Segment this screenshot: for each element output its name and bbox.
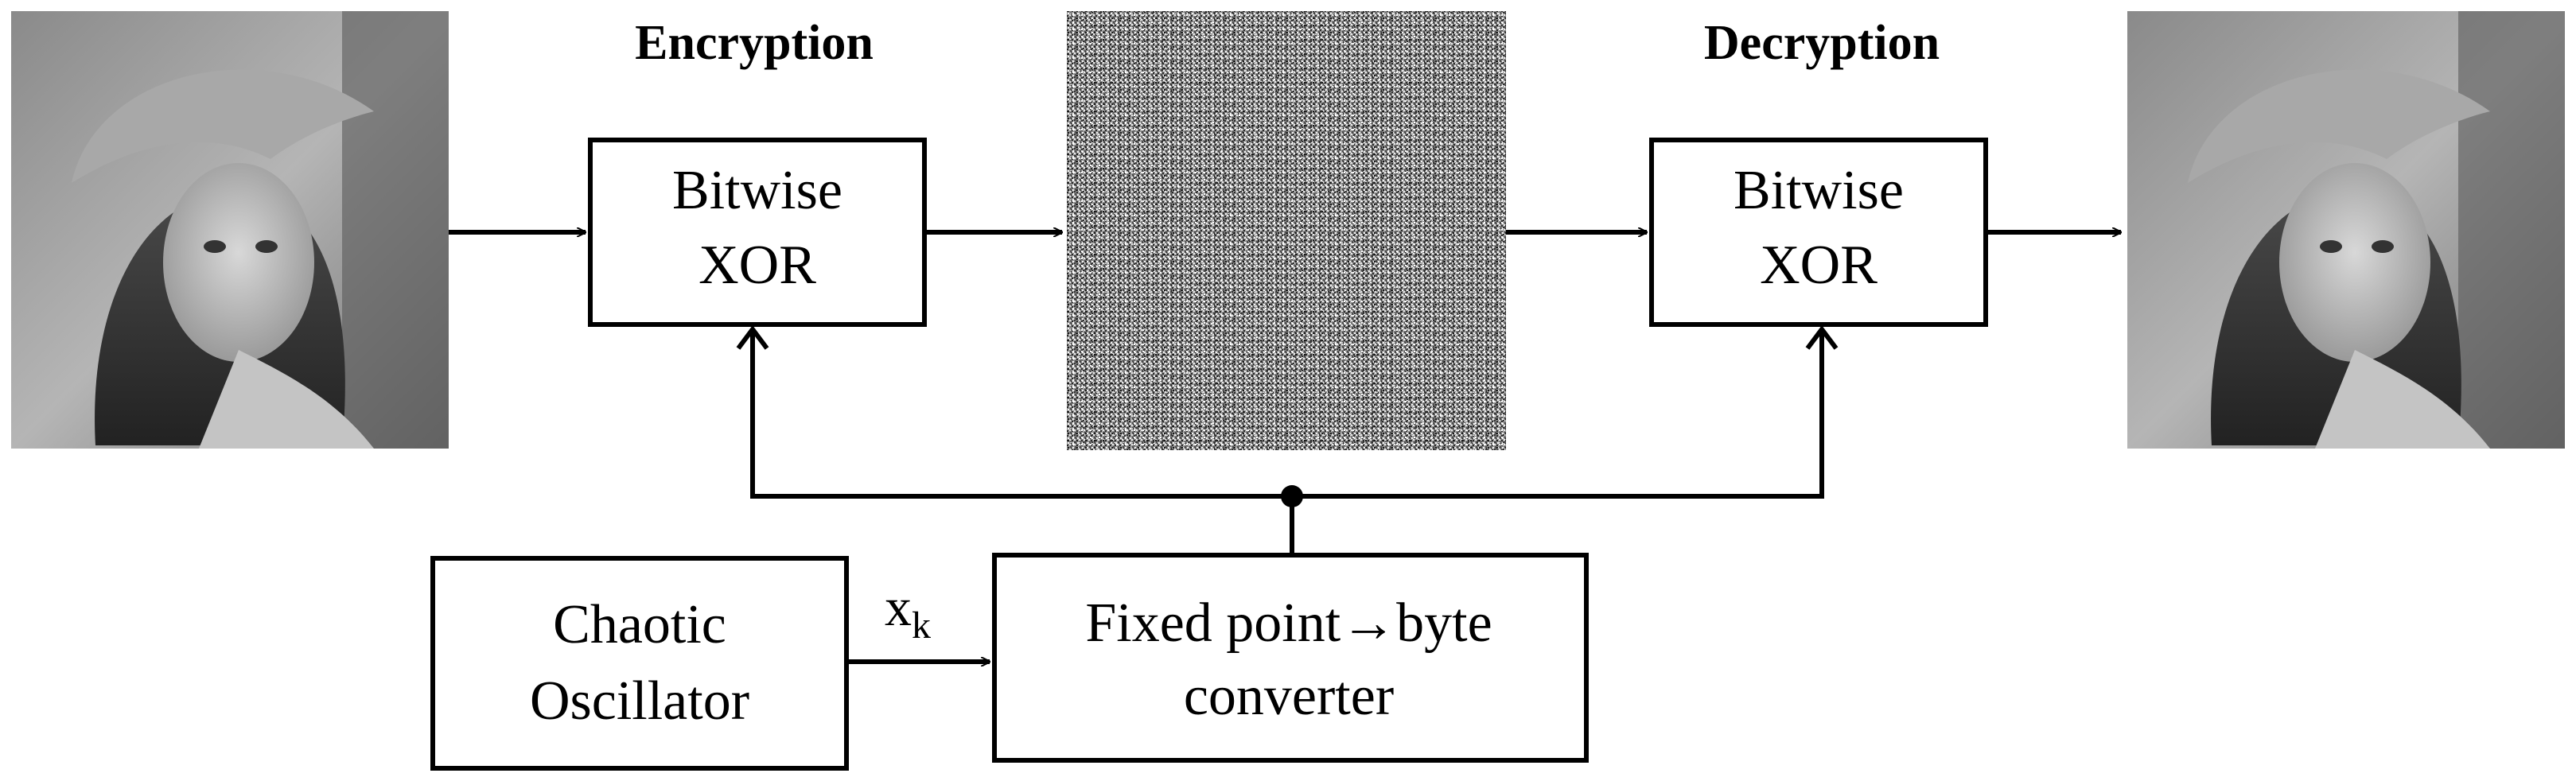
encryption-heading: Encryption bbox=[635, 16, 874, 70]
output-image bbox=[2127, 11, 2565, 449]
xor-encrypt-block: Bitwise XOR bbox=[588, 138, 927, 327]
converter-label-line2: converter bbox=[1184, 666, 1394, 727]
signal-subscript: k bbox=[912, 604, 931, 647]
junction-dot bbox=[1281, 485, 1303, 507]
converter-block: Fixed point→byte converter bbox=[992, 553, 1589, 763]
arrow-bus-to-xor-decrypt bbox=[1805, 325, 1839, 350]
xor-decrypt-label-line2: XOR bbox=[1760, 235, 1878, 296]
xor-encrypt-label-line1: Bitwise bbox=[672, 160, 842, 221]
chaotic-oscillator-block: Chaotic Oscillator bbox=[430, 556, 849, 771]
signal-symbol: x bbox=[885, 577, 912, 637]
encrypted-image bbox=[1067, 11, 1506, 450]
xor-encrypt-label-line2: XOR bbox=[698, 235, 816, 296]
oscillator-label-line1: Chaotic bbox=[553, 594, 726, 655]
input-image bbox=[11, 11, 449, 449]
converter-label-line1: Fixed point→byte bbox=[1085, 593, 1492, 654]
xor-decrypt-block: Bitwise XOR bbox=[1649, 138, 1988, 327]
decryption-heading: Decryption bbox=[1704, 16, 1940, 70]
oscillator-label-line2: Oscillator bbox=[530, 670, 749, 732]
arrow-bus-to-xor-encrypt bbox=[736, 325, 769, 350]
xor-decrypt-label-line1: Bitwise bbox=[1734, 160, 1904, 221]
signal-label: xk bbox=[885, 577, 931, 647]
